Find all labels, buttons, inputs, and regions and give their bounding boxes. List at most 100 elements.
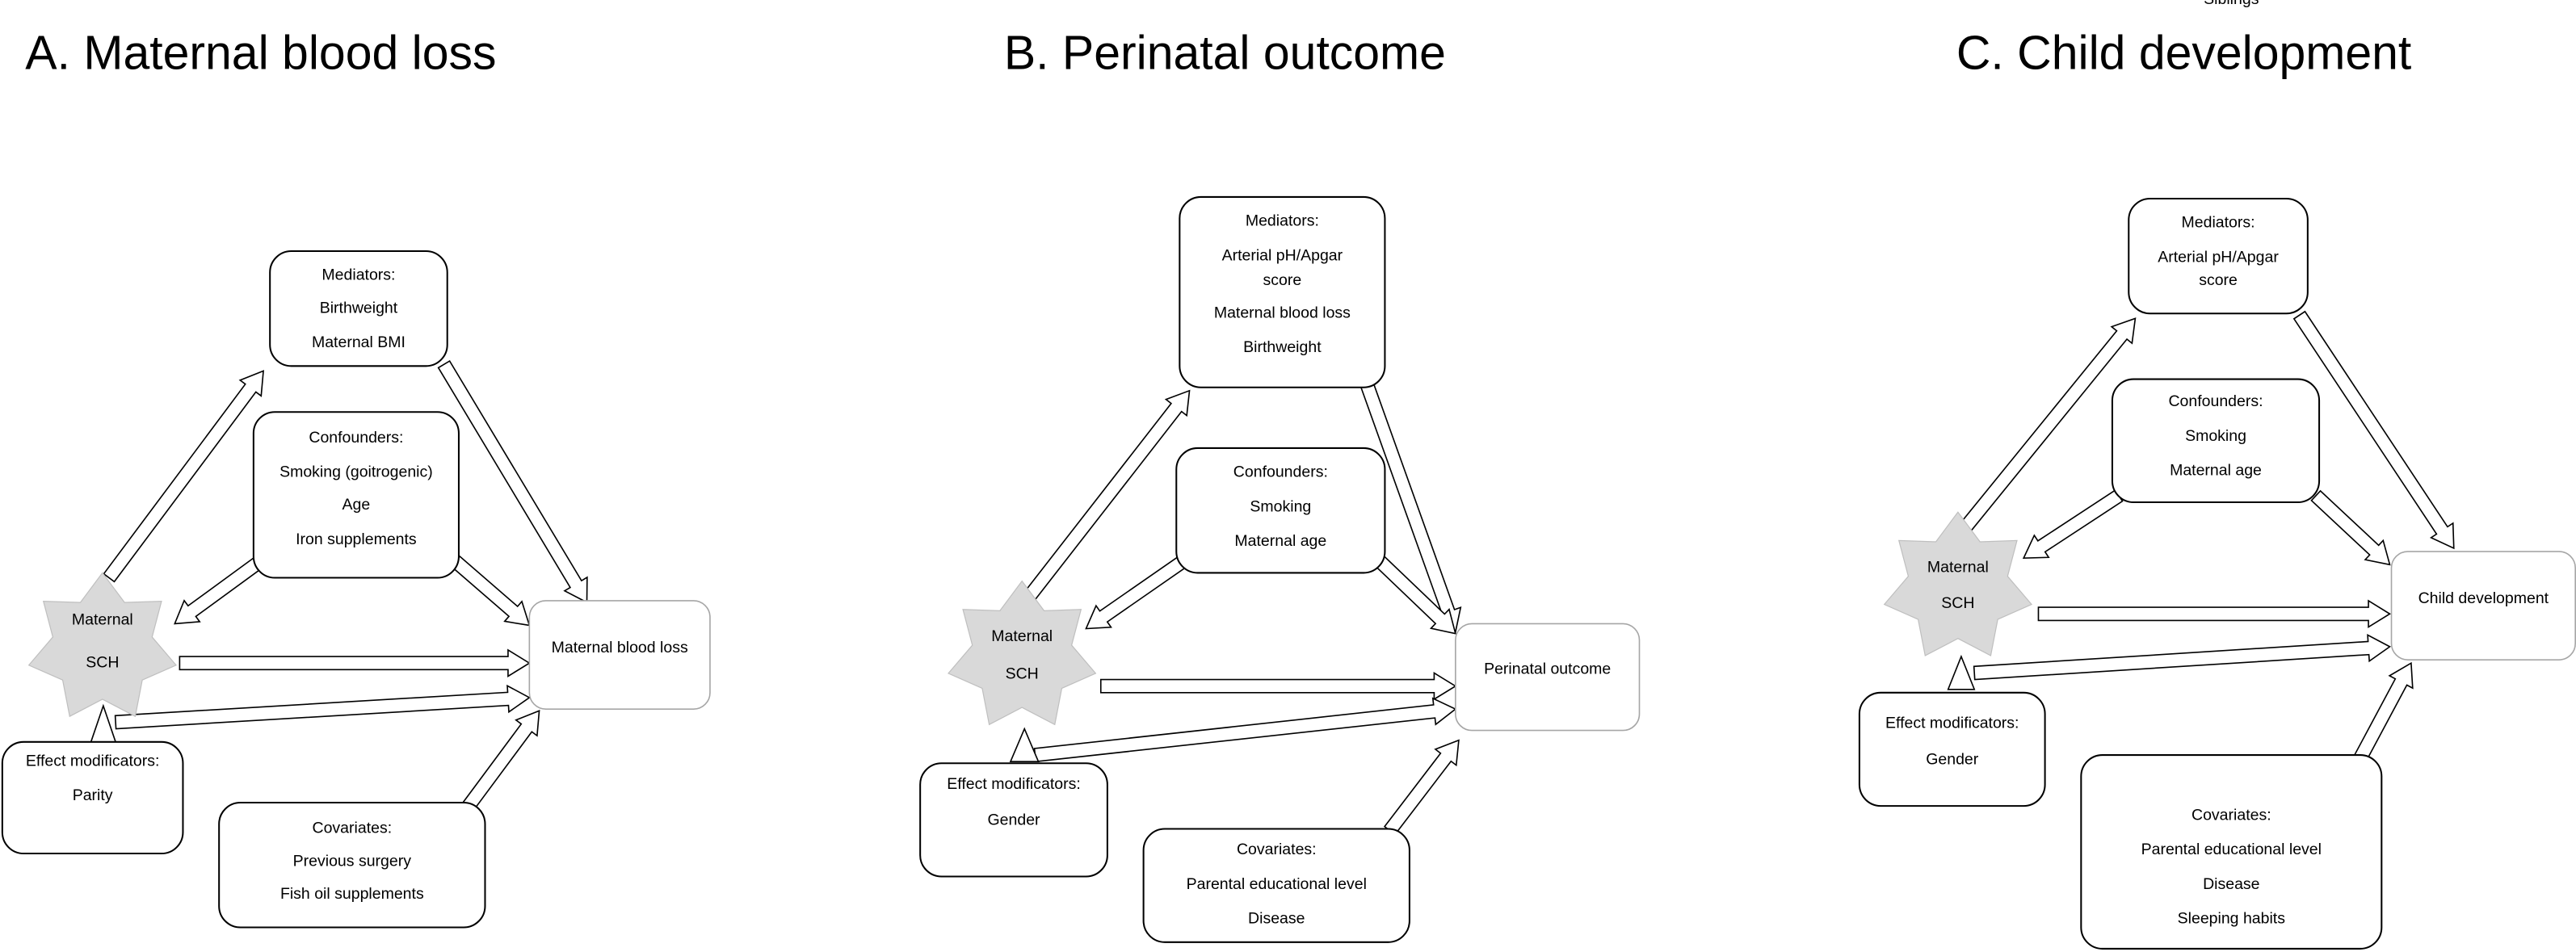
effect-modificators-box-shape	[1, 740, 184, 855]
outcome-box: Perinatal outcome	[1455, 623, 1641, 732]
confounders-box-text: Maternal age	[1234, 532, 1326, 550]
arrow-modificators-to-outcome	[114, 684, 531, 730]
confounders-box-text: Smoking	[1250, 497, 1311, 515]
effect-modificators-box-text: Gender	[988, 812, 1041, 829]
covariates-box-text: Covariates:	[2191, 806, 2271, 824]
effect-modificators-box-text: Effect modificators:	[947, 775, 1080, 793]
effect-modificators-box: Effect modificators: Parity	[1, 740, 184, 855]
covariates-box: Covariates: Parental educational levelDis…	[2080, 0, 2383, 950]
panel-title: A. Maternal blood loss	[25, 27, 496, 79]
confounders-box-text: Smoking (goitrogenic)	[279, 463, 433, 481]
exposure-node-text: SCH	[1006, 665, 1039, 683]
arrow-confounders-to-exposure	[2022, 489, 2124, 559]
arrow-exposure-to-mediators	[1958, 317, 2137, 534]
covariates-box-text: Parental educational level	[2141, 841, 2322, 858]
arrow-covariates-to-outcome	[2353, 661, 2414, 763]
mediators-box-text: Mediators:	[321, 266, 395, 284]
mediators-box-text: score	[2199, 271, 2238, 289]
mediators-box-shape	[269, 250, 448, 367]
exposure-node-text: Maternal	[72, 611, 133, 629]
arrow-confounders-to-outcome	[450, 555, 531, 627]
confounders-box-text: Age	[342, 496, 371, 514]
exposure-node-text: SCH	[1941, 594, 1974, 612]
outcome-box-text: Child development	[2418, 589, 2549, 607]
arrow-mediators-to-outcome	[2292, 310, 2455, 550]
outcome-box-text: Perinatal outcome	[1484, 661, 1611, 678]
arrow-modificators-to-exposure	[1947, 654, 1976, 690]
arrow-modificators-to-exposure	[1009, 727, 1040, 763]
mediators-box-text: Maternal blood loss	[1214, 304, 1351, 321]
confounders-box-text: Iron supplements	[296, 531, 417, 548]
confounders-box-shape	[2111, 378, 2321, 504]
panel-title: B. Perinatal outcome	[1004, 27, 1446, 79]
exposure-node-text: Maternal	[991, 627, 1053, 645]
arrow-covariates-to-outcome	[462, 709, 540, 812]
exposure-star-shape	[948, 580, 1097, 726]
effect-modificators-box-text: Parity	[73, 786, 113, 804]
outcome-box-shape	[2390, 551, 2576, 661]
arrow-exposure-to-outcome	[179, 648, 531, 677]
arrow-exposure-to-outcome	[1099, 671, 1457, 701]
exposure-node-text: Maternal	[1927, 558, 1989, 576]
covariates-box-text: Disease	[2203, 875, 2259, 893]
covariates-box-shape	[1142, 828, 1410, 943]
covariates-box-text: Siblings	[2204, 0, 2259, 8]
effect-modificators-box-shape	[1858, 691, 2046, 807]
exposure-star-shape	[1883, 511, 2033, 656]
confounders-box-shape	[1175, 447, 1386, 574]
outcome-box-shape	[528, 600, 711, 710]
confounders-box-text: Smoking	[2185, 427, 2246, 445]
mediators-box-text: Arterial pH/Apgar	[1222, 246, 1343, 264]
effect-modificators-box-shape	[919, 762, 1108, 878]
arrow-confounders-to-outcome	[2310, 489, 2391, 566]
covariates-box-shape	[218, 802, 486, 929]
confounders-box-text: Confounders:	[1233, 463, 1328, 481]
outcome-box-text: Maternal blood loss	[552, 639, 688, 656]
arrow-mediators-to-outcome	[437, 359, 588, 604]
arrow-modificators-to-exposure	[90, 703, 117, 743]
mediators-box-shape	[1179, 195, 1386, 388]
panel-title: C. Child development	[1956, 27, 2411, 79]
exposure-star-shape	[27, 572, 178, 718]
mediators-box: Mediators:Arterial pH/ApgarscoreMaternal…	[1179, 195, 1386, 388]
confounders-box: Confounders: Smoking (goitrogenic) AgeIron…	[252, 411, 460, 579]
confounders-box-text: Confounders:	[309, 429, 403, 447]
arrow-exposure-to-mediators	[103, 370, 264, 583]
arrow-confounders-to-exposure	[1085, 555, 1188, 630]
arrow-covariates-to-outcome	[1383, 739, 1460, 836]
mediators-box-text: Birthweight	[1243, 338, 1322, 356]
confounders-box-text: Confounders:	[2168, 392, 2263, 410]
confounders-box-text: Maternal age	[2170, 462, 2262, 480]
mediators-box-text: Mediators:	[1246, 212, 1319, 230]
mediators-box-text: Birthweight	[320, 299, 398, 317]
mediators-box-shape	[2128, 197, 2309, 315]
arrow-modificators-to-outcome	[1973, 633, 2392, 681]
effect-modificators-box: Effect modificators: Gender	[1858, 691, 2046, 807]
mediators-box-text: Mediators:	[2182, 214, 2255, 232]
covariates-box-text: Fish oil supplements	[280, 885, 424, 903]
arrow-exposure-to-mediators	[1022, 389, 1191, 603]
mediators-box-text: Maternal BMI	[312, 333, 406, 351]
effect-modificators-box: Effect modificators: Gender	[919, 762, 1108, 878]
arrow-modificators-to-outcome	[1033, 697, 1457, 763]
arrow-exposure-to-outcome	[2037, 599, 2392, 628]
confounders-box-shape	[252, 411, 460, 579]
effect-modificators-box-text: Effect modificators:	[1885, 715, 2019, 732]
covariates-box-text: Disease	[1248, 910, 1305, 928]
covariates-box-text: Sleeping habits	[2178, 910, 2286, 928]
effect-modificators-box-text: Gender	[1926, 750, 1979, 768]
effect-modificators-box-text: Effect modificators:	[26, 752, 159, 770]
outcome-box: Maternal blood loss	[528, 600, 711, 710]
outcome-box: Child development	[2390, 551, 2576, 661]
